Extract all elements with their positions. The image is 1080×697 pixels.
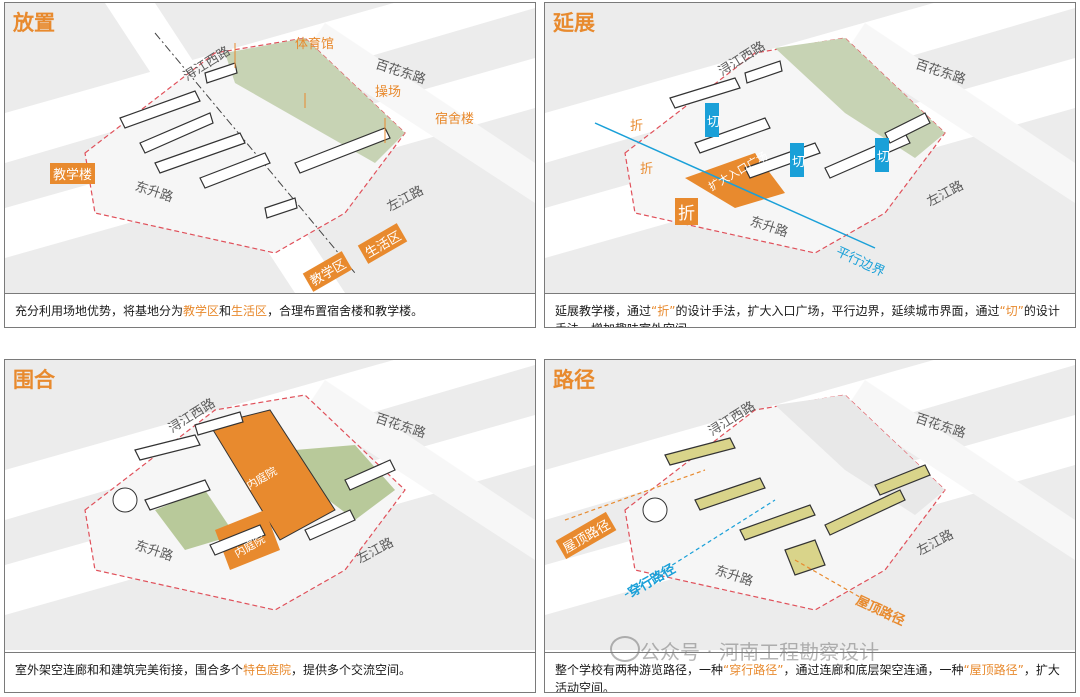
cut-label: 切 <box>707 115 721 130</box>
diagram-extension: 延展 浔江西路 百花东路 东升路 左江路 折 折 折 切 切 切 扩大入口广场 … <box>545 3 1075 293</box>
panel-title: 延展 <box>553 11 595 35</box>
panel-extension: 延展 浔江西路 百花东路 东升路 左江路 折 折 折 切 切 切 扩大入口广场 … <box>544 2 1076 328</box>
label-teaching: 教学楼 <box>50 163 96 184</box>
label-playground: 操场 <box>375 85 402 100</box>
label-gym: 体育馆 <box>295 37 335 52</box>
caption-paths: 整个学校有两种游览路径，一种“穿行路径”，通过连廊和底层架空连通，一种“屋顶路径… <box>545 652 1075 692</box>
diagram-enclosure: 围合 浔江西路 百花东路 东升路 左江路 内庭院 内庭院 <box>5 360 535 650</box>
caption-enclosure: 室外架空连廊和和建筑完美衔接，围合多个特色庭院，提供多个交流空间。 <box>5 652 535 687</box>
site-plan-placement <box>5 3 535 293</box>
panel-title: 路径 <box>553 368 595 392</box>
site-plan-extension <box>545 3 1075 258</box>
cut-label: 切 <box>877 150 891 165</box>
site-plan-paths <box>545 360 1075 615</box>
panel-title: 围合 <box>13 368 55 392</box>
caption-placement: 充分利用场地优势，将基地分为教学区和生活区，合理布置宿舍楼和教学楼。 <box>5 293 535 327</box>
label-dormitory: 宿舍楼 <box>435 112 475 127</box>
fold-label: 折 <box>675 198 698 225</box>
diagram-placement: 放置 浔江西路 百花东路 东升路 左江路 体育馆 操场 宿舍楼 教学楼 教学区 … <box>5 3 535 293</box>
cut-label: 切 <box>792 155 806 170</box>
panel-paths: 路径 浔江西路 百花东路 东升路 左江路 屋顶路径 穿行路径 屋顶路径 整个学校… <box>544 359 1076 693</box>
fold-label: 折 <box>630 119 644 134</box>
panel-placement: 放置 浔江西路 百花东路 东升路 左江路 体育馆 操场 宿舍楼 教学楼 教学区 … <box>4 2 536 328</box>
fold-label: 折 <box>640 162 654 177</box>
panel-title: 放置 <box>13 11 55 35</box>
watermark: 公众号 · 河南工程勘察设计 <box>640 640 880 664</box>
wechat-icon <box>610 636 640 662</box>
panel-enclosure: 围合 浔江西路 百花东路 东升路 左江路 内庭院 内庭院 室外架空连廊和和建筑完… <box>4 359 536 693</box>
diagram-paths: 路径 浔江西路 百花东路 东升路 左江路 屋顶路径 穿行路径 屋顶路径 <box>545 360 1075 650</box>
site-plan-enclosure <box>5 360 535 615</box>
caption-extension: 延展教学楼，通过“折”的设计手法，扩大入口广场，平行边界，延续城市界面，通过“切… <box>545 293 1075 327</box>
